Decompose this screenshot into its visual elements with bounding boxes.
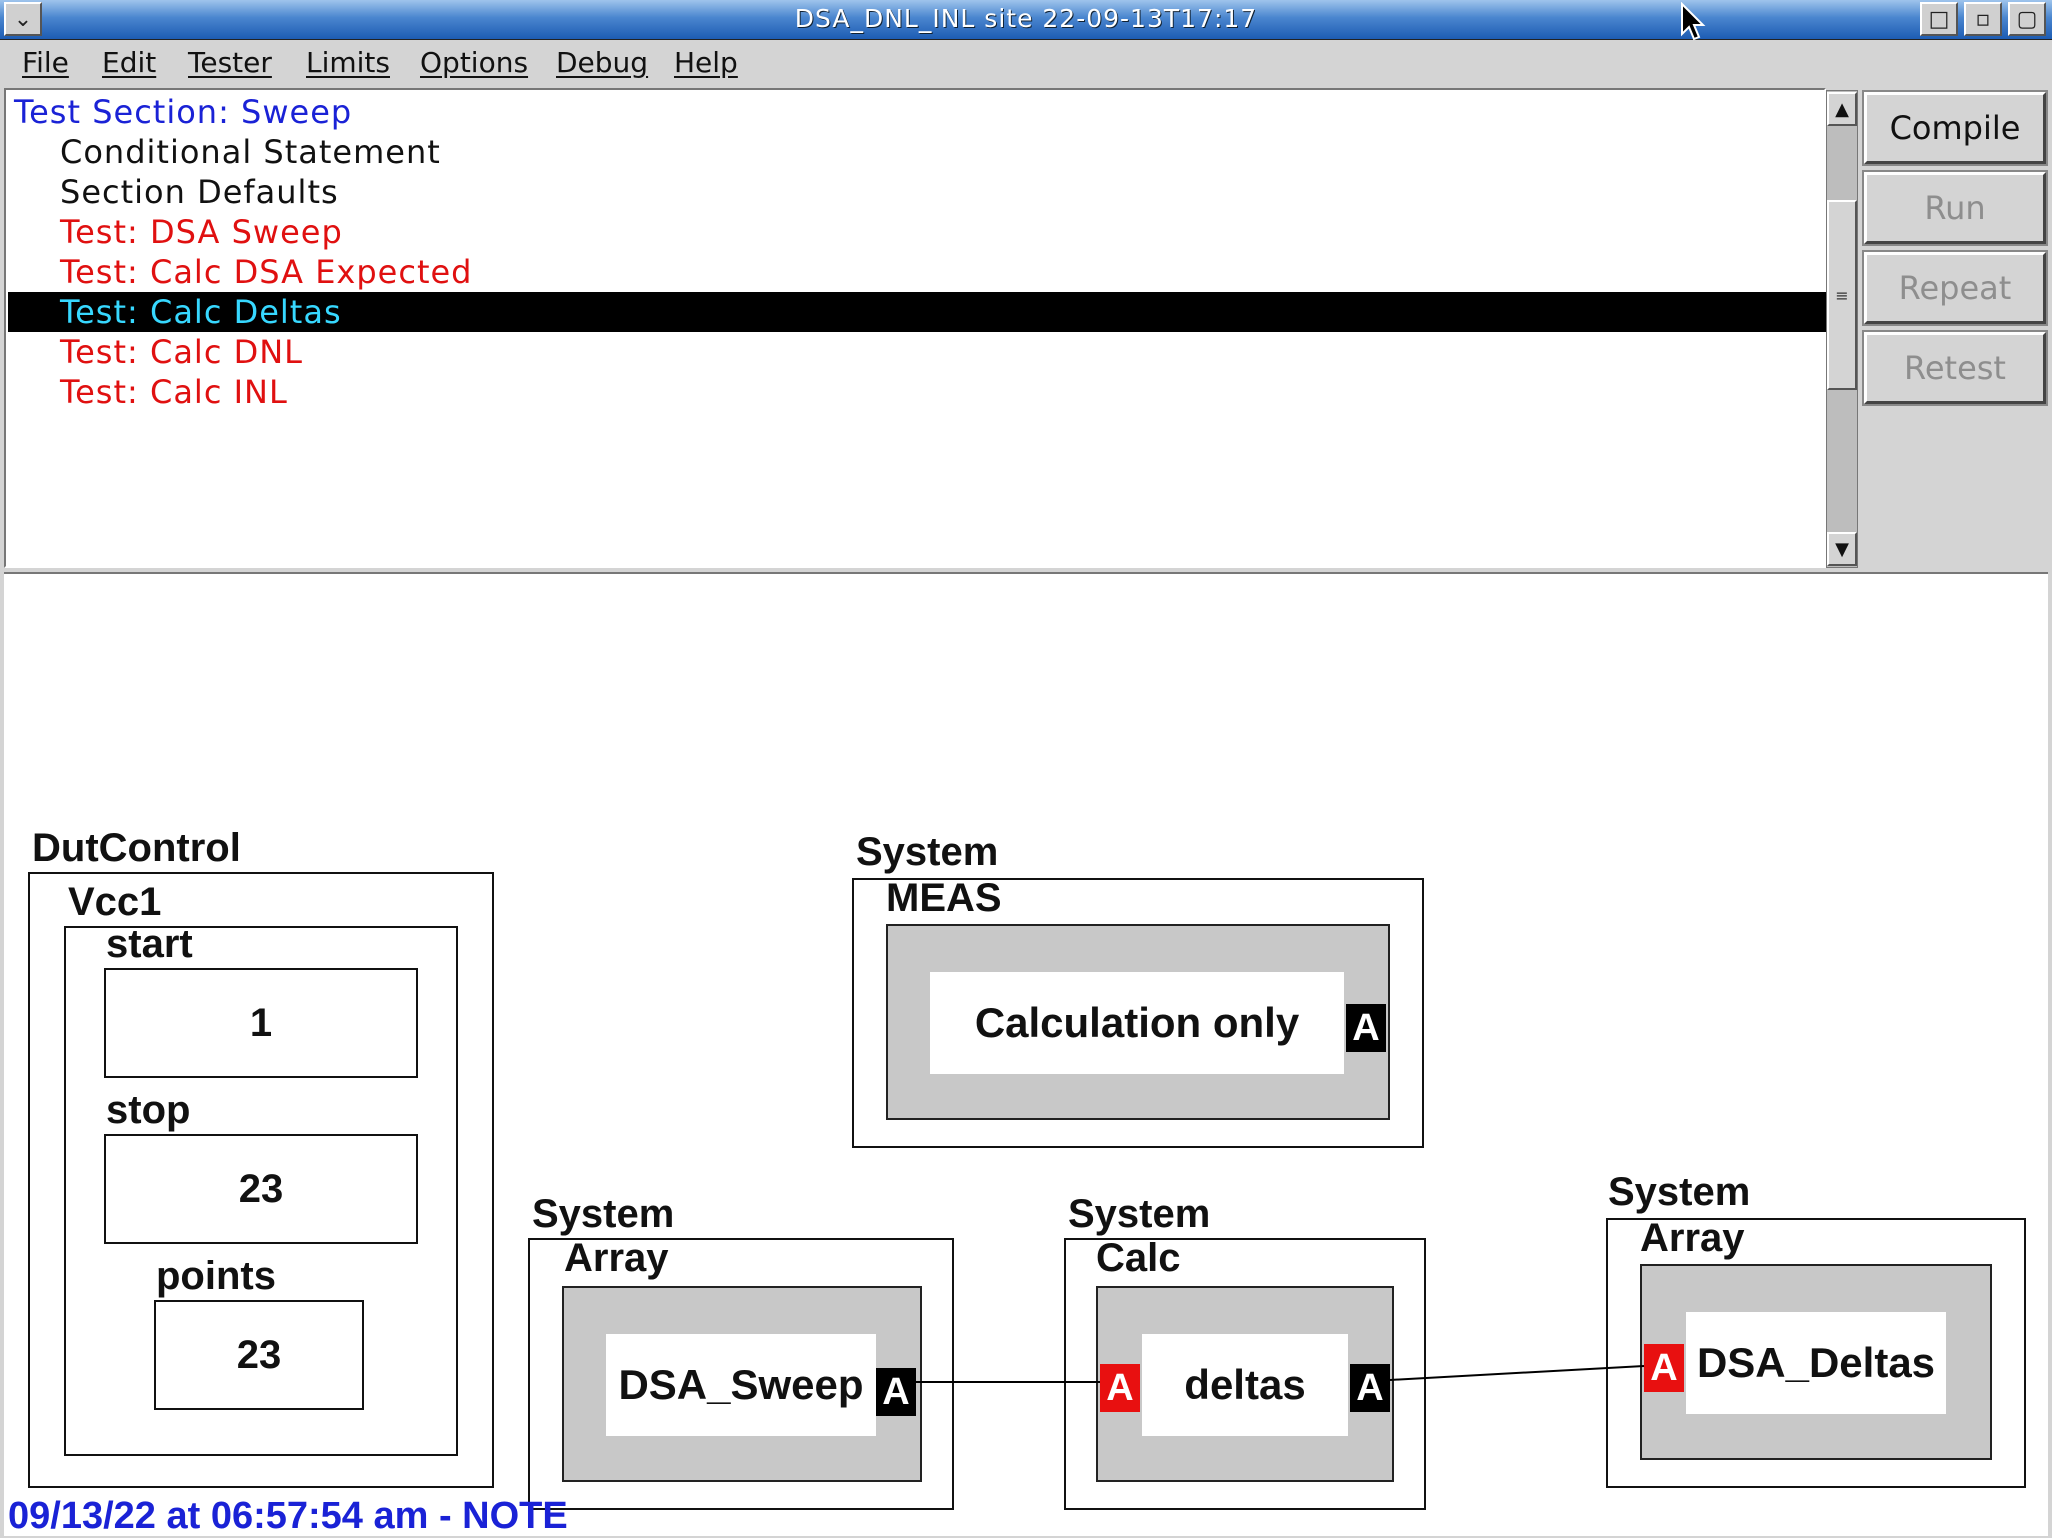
meas-type-label: MEAS — [886, 876, 1002, 920]
scroll-up-icon[interactable]: ▲ — [1827, 92, 1857, 126]
points-label: points — [156, 1254, 276, 1298]
start-value-box[interactable]: 1 — [104, 968, 418, 1078]
test-list[interactable]: Test Section: Sweep Conditional Statemen… — [4, 88, 1826, 568]
list-item-conditional[interactable]: Conditional Statement — [60, 133, 441, 171]
stop-value-box[interactable]: 23 — [104, 1134, 418, 1244]
maximize-icon[interactable]: ▢ — [2008, 2, 2046, 36]
run-button[interactable]: Run — [1862, 170, 2048, 246]
vcc1-label: Vcc1 — [68, 880, 162, 924]
title-bar[interactable] — [0, 0, 2052, 40]
menu-debug[interactable]: Debug — [556, 46, 649, 79]
calc-input-port[interactable]: A — [1100, 1364, 1140, 1412]
meas-text-box[interactable]: Calculation only — [930, 972, 1344, 1074]
menu-options[interactable]: Options — [420, 46, 529, 79]
deltas-system-label: System — [1608, 1170, 1751, 1214]
status-message: 09/13/22 at 06:57:54 am - NOTE — [8, 1495, 568, 1537]
list-item-calc-dsa-expected[interactable]: Test: Calc DSA Expected — [60, 253, 473, 291]
menu-file[interactable]: File — [22, 46, 69, 79]
menu-bar: File Edit Tester Limits Options Debug He… — [0, 40, 2052, 86]
mouse-cursor-icon — [1681, 2, 1706, 41]
calc-system-label: System — [1068, 1192, 1211, 1236]
dutcontrol-title: DutControl — [32, 826, 241, 870]
retest-button[interactable]: Retest — [1862, 330, 2048, 406]
deltas-input-port[interactable]: A — [1644, 1344, 1684, 1392]
meas-system-label: System — [856, 830, 999, 874]
restore-icon[interactable]: □ — [1920, 2, 1958, 36]
sweep-type-label: Array — [564, 1236, 669, 1280]
deltas-text-box[interactable]: DSA_Deltas — [1686, 1312, 1946, 1414]
window-menu-icon[interactable]: ⌄ — [4, 2, 42, 36]
start-label: start — [106, 922, 193, 966]
calc-type-label: Calc — [1096, 1236, 1181, 1280]
deltas-type-label: Array — [1640, 1216, 1745, 1260]
scroll-down-icon[interactable]: ▼ — [1827, 532, 1857, 566]
points-value-box[interactable]: 23 — [154, 1300, 364, 1410]
list-item-calc-deltas[interactable]: Test: Calc Deltas — [8, 292, 1826, 332]
meas-output-port[interactable]: A — [1346, 1004, 1386, 1052]
list-item-calc-inl[interactable]: Test: Calc INL — [60, 373, 288, 411]
compile-button[interactable]: Compile — [1862, 90, 2048, 166]
list-item-dsa-sweep[interactable]: Test: DSA Sweep — [60, 213, 343, 251]
repeat-button[interactable]: Repeat — [1862, 250, 2048, 326]
calc-output-port[interactable]: A — [1350, 1364, 1390, 1412]
menu-edit[interactable]: Edit — [102, 46, 157, 79]
list-item-calc-dnl[interactable]: Test: Calc DNL — [60, 333, 303, 371]
list-item-section-sweep[interactable]: Test Section: Sweep — [14, 93, 353, 131]
menu-help[interactable]: Help — [674, 46, 738, 79]
menu-limits[interactable]: Limits — [306, 46, 390, 79]
sweep-system-label: System — [532, 1192, 675, 1236]
sweep-text-box[interactable]: DSA_Sweep — [606, 1334, 876, 1436]
menu-tester[interactable]: Tester — [188, 46, 272, 79]
calc-text-box[interactable]: deltas — [1142, 1334, 1348, 1436]
minimize-icon[interactable]: ▫ — [1964, 2, 2002, 36]
scroll-thumb[interactable]: ≡ — [1827, 200, 1857, 390]
sweep-output-port[interactable]: A — [876, 1368, 916, 1416]
stop-label: stop — [106, 1088, 191, 1132]
list-item-section-defaults[interactable]: Section Defaults — [60, 173, 339, 211]
window-title: DSA_DNL_INL site 22-09-13T17:17 — [794, 4, 1258, 33]
